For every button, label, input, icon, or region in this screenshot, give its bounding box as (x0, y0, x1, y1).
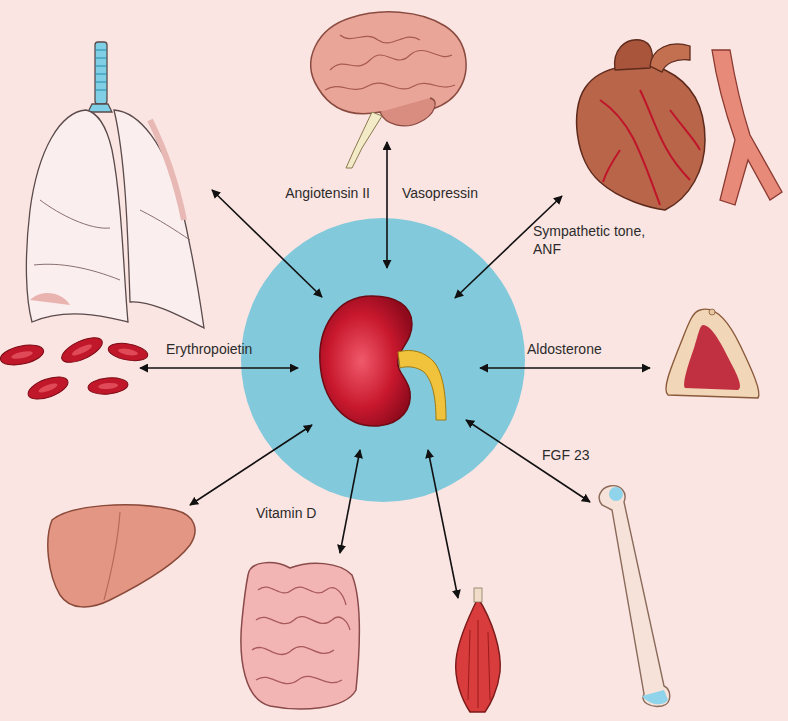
hormone-label: Vitamin D (256, 504, 316, 522)
hormone-label: Angiotensin II (285, 184, 370, 202)
hormone-label: Sympathetic tone, ANF (533, 222, 651, 258)
hormone-label: Aldosterone (527, 340, 602, 358)
lungs (26, 42, 204, 328)
muscle (456, 588, 501, 712)
brain (311, 12, 466, 168)
heart (577, 40, 782, 210)
liver (48, 505, 195, 607)
red-blood-cells (0, 333, 149, 404)
arrows (140, 142, 650, 598)
bone (599, 486, 670, 707)
intestine (241, 563, 359, 709)
hormone-label: FGF 23 (542, 446, 589, 464)
kidney (320, 296, 446, 426)
adrenal-gland (666, 309, 759, 398)
hormone-label: Vasopressin (402, 184, 478, 202)
hormone-label: Erythropoietin (166, 340, 252, 358)
